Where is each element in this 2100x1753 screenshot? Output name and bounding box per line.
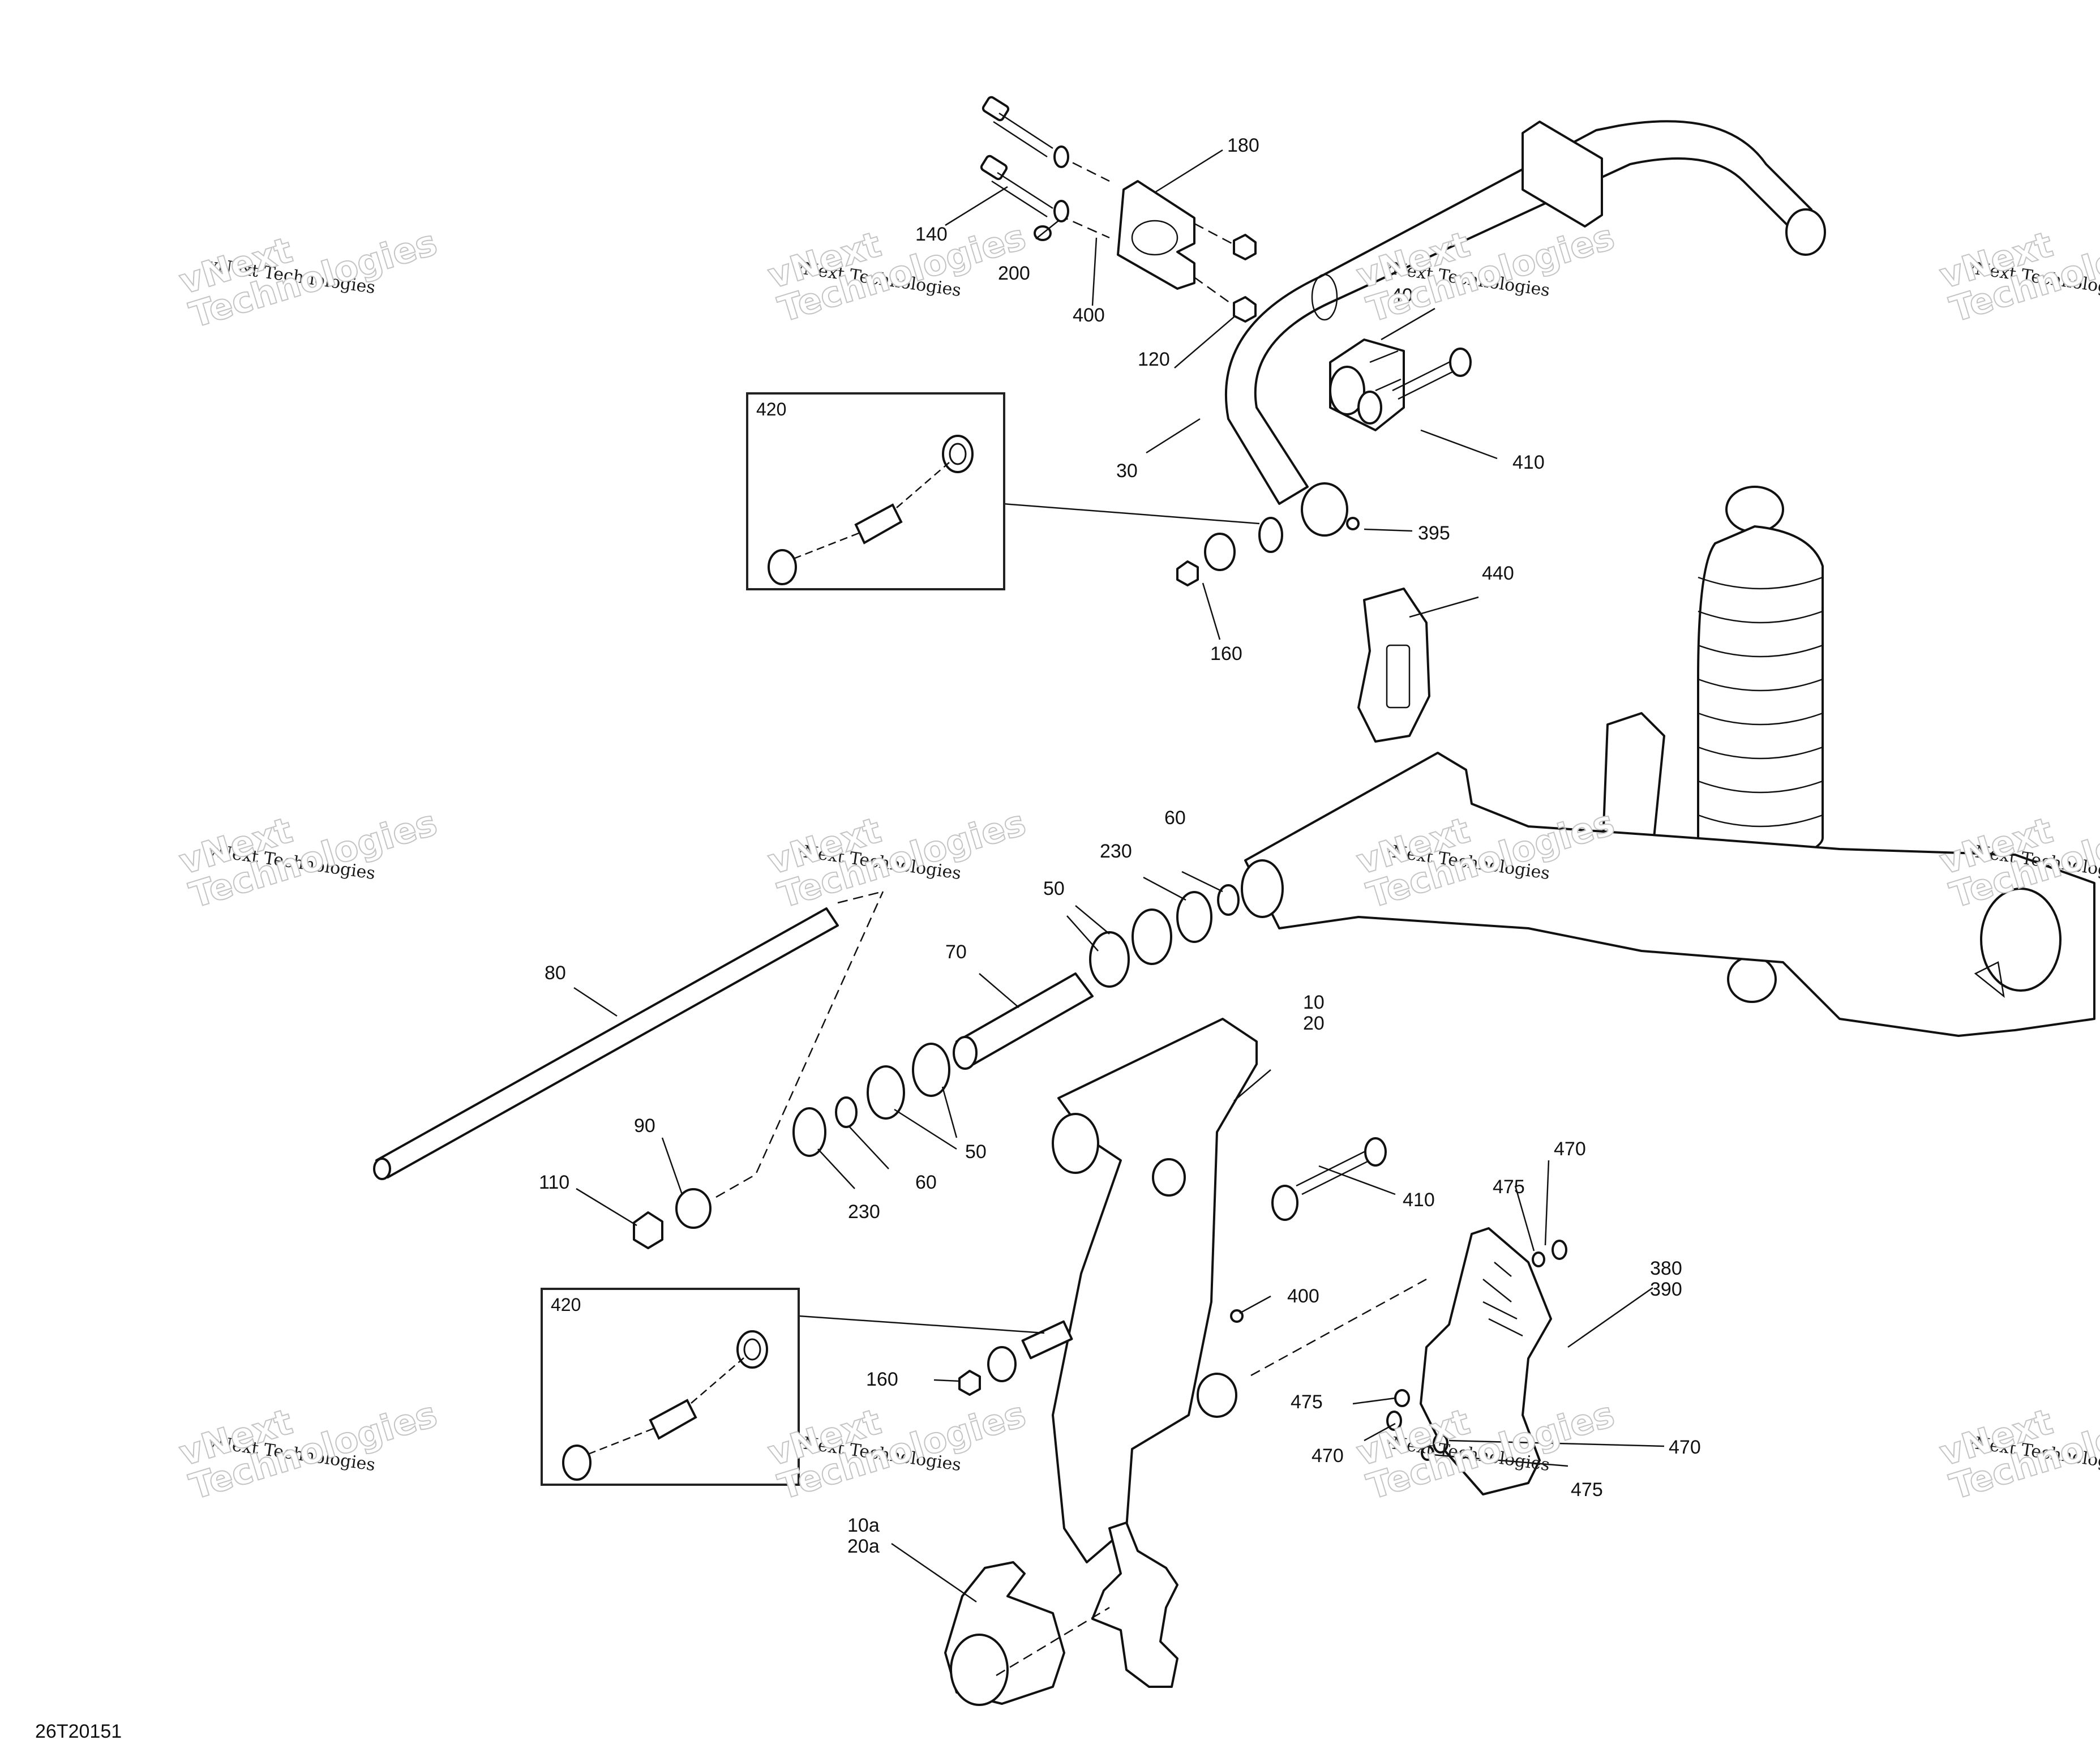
bushing-flange-lower	[987, 1346, 1017, 1382]
spacer-60-upper	[1217, 884, 1240, 916]
callout-10-20: 10 20	[1303, 992, 1325, 1035]
callout-30: 30	[1116, 460, 1138, 482]
bar-clamp	[1522, 121, 1603, 228]
inset-420-bottom: 420	[541, 1288, 800, 1486]
nut-120-lower	[1233, 296, 1257, 323]
trailing-arm-upper	[1241, 752, 2095, 1037]
washer-475-right	[1421, 1445, 1434, 1461]
nut-160-lower	[958, 1370, 981, 1396]
callout-230-lower: 230	[848, 1201, 880, 1223]
bushing-sleeve-upper	[1258, 517, 1283, 553]
swing-arm-10-20	[1052, 1018, 1258, 1563]
callout-140: 140	[915, 224, 948, 245]
shaft-80	[373, 907, 839, 1180]
callout-10a-20a: 10a 20a	[847, 1515, 880, 1558]
bracket-180	[1117, 180, 1195, 290]
inset-420-top: 420	[746, 392, 1005, 590]
callout-180: 180	[1227, 135, 1259, 156]
bearing-50-upper-a	[1132, 908, 1172, 965]
bushing-flange-upper	[1204, 533, 1236, 571]
callout-400-upper: 400	[1073, 305, 1105, 326]
seal-230-upper	[1176, 891, 1212, 943]
callout-60-lower: 60	[915, 1172, 937, 1193]
bushing-kit-drawing	[562, 1330, 768, 1481]
callout-395: 395	[1418, 522, 1450, 544]
callout-70: 70	[945, 941, 967, 963]
callout-110: 110	[539, 1172, 570, 1193]
callout-400-lower: 400	[1287, 1285, 1319, 1307]
bolt-410-upper	[1357, 348, 1472, 425]
bushing-40	[1329, 338, 1405, 431]
callout-410-upper: 410	[1512, 452, 1545, 473]
callout-475-right: 475	[1571, 1479, 1603, 1501]
inset-label: 420	[756, 399, 787, 419]
callout-80: 80	[545, 962, 566, 984]
washer-90	[675, 1188, 712, 1229]
callout-470-right: 470	[1669, 1437, 1701, 1458]
centerline-cover	[1250, 1278, 1427, 1377]
callout-160-upper: 160	[1210, 643, 1242, 665]
callout-50-lower: 50	[965, 1141, 987, 1163]
callout-200: 200	[998, 263, 1030, 284]
washer-200-upper	[1053, 145, 1069, 168]
callout-120: 120	[1138, 349, 1170, 370]
callout-440: 440	[1482, 563, 1514, 584]
callout-60-upper: 60	[1164, 807, 1186, 829]
callout-475-left: 475	[1291, 1391, 1323, 1413]
screw-470-top	[1552, 1240, 1567, 1260]
callout-40: 40	[1391, 285, 1413, 306]
centerline-shaft-2	[837, 890, 884, 904]
callout-90: 90	[634, 1115, 655, 1137]
bracket-440	[1357, 588, 1430, 743]
nut-160-upper	[1176, 560, 1199, 586]
bearing-50-upper-b	[1089, 931, 1130, 988]
callout-380-390: 380 390	[1650, 1258, 1682, 1301]
leader-lines	[573, 149, 1665, 1603]
nut-110	[633, 1211, 663, 1249]
callout-470-top: 470	[1554, 1138, 1586, 1160]
stabilizer-bar-30	[1225, 120, 1826, 537]
screw-470-right	[1433, 1433, 1448, 1454]
washer-475-left	[1394, 1389, 1410, 1407]
centerline-hub	[996, 1606, 1110, 1677]
callout-230-upper: 230	[1100, 841, 1132, 862]
seal-230-lower	[792, 1107, 826, 1157]
bushing-kit-drawing	[768, 435, 974, 585]
spacer-60-lower	[835, 1096, 858, 1128]
callout-160-lower: 160	[866, 1369, 898, 1390]
nut-120-upper	[1233, 234, 1257, 260]
bearing-50-lower-a	[912, 1043, 950, 1097]
callout-50-upper: 50	[1043, 878, 1065, 899]
hub-10a-20a	[944, 1561, 1065, 1706]
inset-label: 420	[551, 1295, 581, 1315]
washer-475-top	[1532, 1251, 1545, 1267]
brake-plate	[1091, 1521, 1178, 1688]
cover-380-390	[1420, 1227, 1552, 1495]
washer-200-lower	[1053, 200, 1069, 222]
callout-410-lower: 410	[1403, 1189, 1435, 1211]
fitting-395	[1346, 517, 1360, 530]
drawing-code: 26T20151	[35, 1721, 122, 1742]
callout-475-top: 475	[1493, 1176, 1525, 1198]
bushing-sleeve-lower	[1021, 1320, 1073, 1360]
callout-470-left: 470	[1312, 1445, 1344, 1467]
bolt-410-lower	[1271, 1137, 1387, 1221]
bearing-50-lower-b	[867, 1065, 905, 1120]
